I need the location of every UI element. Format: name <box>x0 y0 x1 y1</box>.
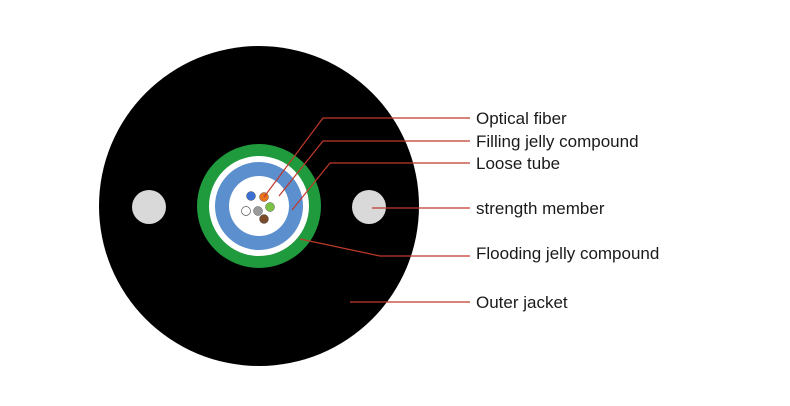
leader-line-optical-fiber <box>263 117 470 198</box>
fiber-white <box>241 206 251 216</box>
label-optical-fiber: Optical fiber <box>476 109 567 128</box>
strength-member-left <box>132 190 166 224</box>
label-loose-tube: Loose tube <box>476 154 560 173</box>
strength-member-right <box>352 190 386 224</box>
fiber-grey <box>253 206 263 216</box>
leader-line-filling-jelly <box>278 140 470 197</box>
filling-jelly-core <box>229 176 289 236</box>
label-filling-jelly-compound: Filling jelly compound <box>476 132 639 151</box>
label-outer-jacket: Outer jacket <box>476 293 568 312</box>
leader-line-flooding-jelly <box>299 238 470 257</box>
leader-line-loose-tube <box>291 162 470 211</box>
label-strength-member: strength member <box>476 199 605 218</box>
label-flooding-jelly-compound: Flooding jelly compound <box>476 244 659 263</box>
fiber-green <box>265 202 275 212</box>
fiber-brown <box>259 214 269 224</box>
fiber-blue <box>246 191 256 201</box>
